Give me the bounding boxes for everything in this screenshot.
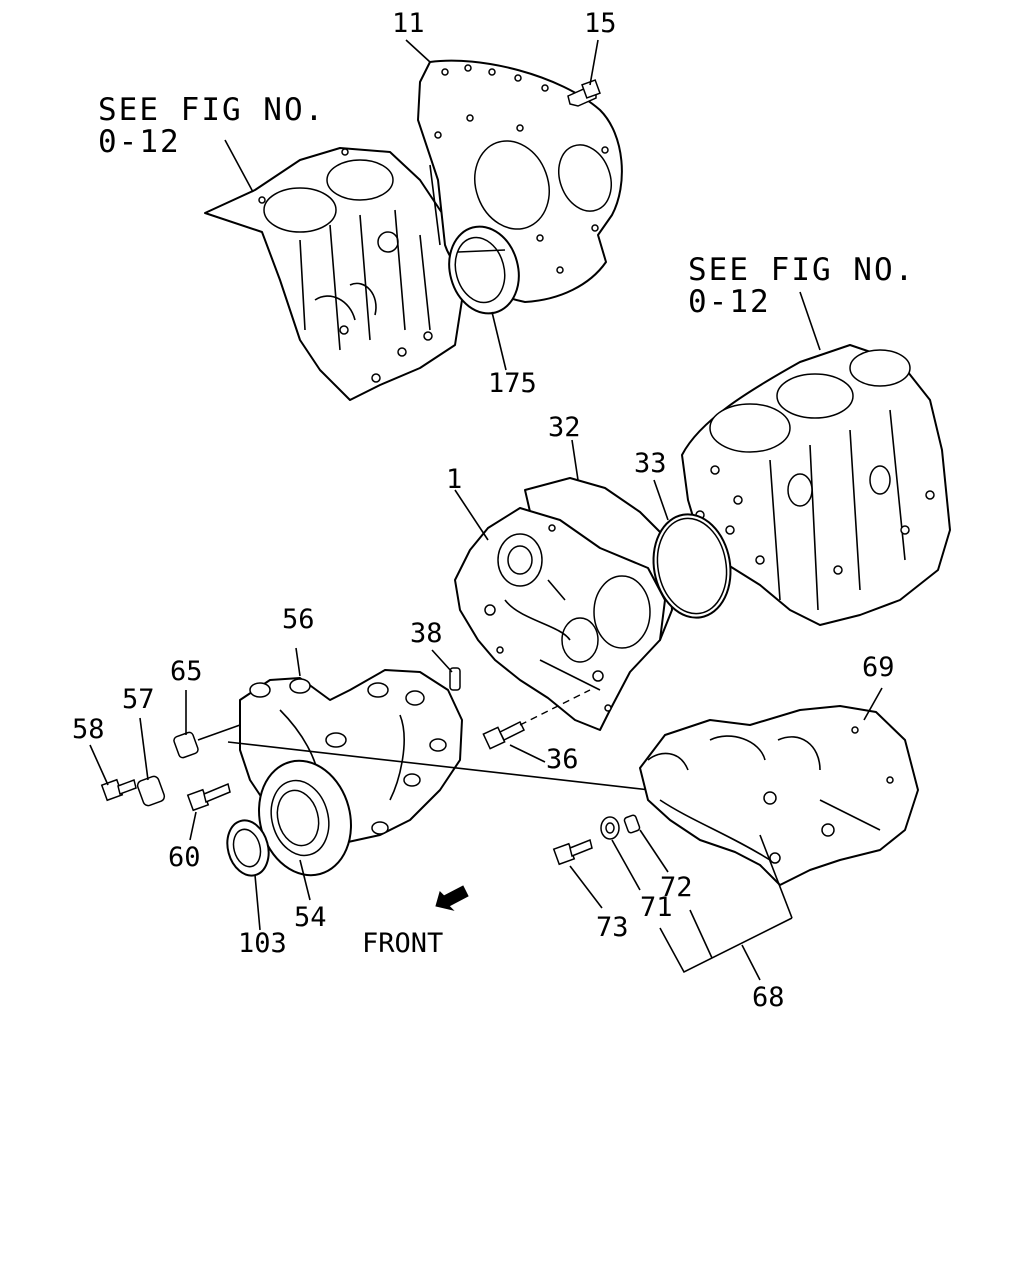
leader-36 [509,744,546,763]
timing-gear-case [454,507,666,731]
leader-103 [254,874,261,931]
bracket-68-b [689,909,713,959]
pin-72 [623,814,641,834]
leader-32 [571,439,579,481]
bolt-15 [567,79,601,107]
leader-11-b [429,164,441,246]
callout-54: 54 [294,902,327,933]
leader-11 [405,39,431,63]
callout-15: 15 [584,8,617,39]
leader-175 [491,311,507,371]
leader-15 [589,39,599,86]
plate-65 [173,731,199,759]
callout-36: 36 [546,744,579,775]
leader-1 [454,489,489,541]
bolt-58 [100,778,137,802]
leader-60 [189,811,197,841]
callout-38: 38 [410,618,443,649]
leader-reference-right [799,291,821,351]
callout-32: 32 [548,412,581,443]
leader-56 [295,647,301,677]
callout-73: 73 [596,912,629,943]
callout-57: 57 [122,684,155,715]
leader-54 [299,859,311,901]
leader-58 [89,744,109,786]
alignment-line [227,741,651,791]
o-ring-33 [652,513,732,619]
dowel-pin-38 [449,667,461,691]
leader-73 [569,865,603,909]
front-arrow-icon [435,885,469,911]
bracket-68 [659,917,793,974]
crankshaft-pulley-cover-54 [258,759,352,877]
callout-1: 1 [446,464,462,495]
leader-38 [431,649,453,673]
callout-58: 58 [72,714,105,745]
bolt-60 [186,782,231,812]
callout-72: 72 [660,872,693,903]
callout-71: 71 [640,892,673,923]
callout-68: 68 [752,982,785,1013]
timing-gear-cover-69 [639,705,919,886]
leader-72 [639,829,669,873]
callout-33: 33 [634,448,667,479]
leader-65-b [197,724,241,741]
washer-71 [600,816,620,840]
callout-60: 60 [168,842,201,873]
leader-36-dashed [519,689,591,726]
callout-56: 56 [282,604,315,635]
reference-label-left-line2: 0-12 [98,124,181,160]
cylinder-block-upper [204,147,463,401]
rear-oil-seal [448,225,520,315]
callout-69: 69 [862,652,895,683]
leader-68-b [759,834,793,919]
cover-57 [136,775,166,807]
leader-reference-left [224,139,254,193]
bolt-36 [482,720,526,750]
leader-69 [863,687,883,721]
cylinder-block-right [681,344,951,626]
reference-label-left-line1: SEE FIG NO. [98,92,325,128]
reference-label-right-line2: 0-12 [688,284,771,320]
reference-label-right-line1: SEE FIG NO. [688,252,915,288]
bolt-73 [552,838,593,866]
leader-71 [611,839,641,891]
callout-65: 65 [170,656,203,687]
front-label: FRONT [362,928,443,959]
leader-68 [741,944,761,981]
callout-175: 175 [488,368,537,399]
callout-11: 11 [392,8,425,39]
callout-103: 103 [238,928,287,959]
leader-57 [139,717,149,781]
leader-33 [653,479,669,521]
